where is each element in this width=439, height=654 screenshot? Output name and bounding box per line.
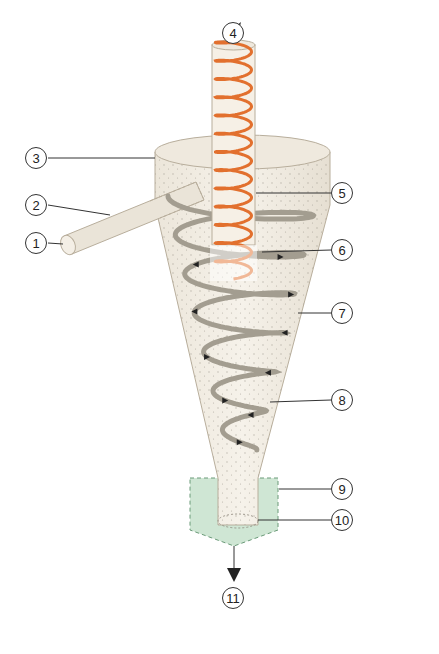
clean-gas-helix bbox=[216, 42, 252, 279]
flow-arrow bbox=[237, 439, 243, 445]
callout-number: 9 bbox=[331, 478, 353, 500]
leader-lines bbox=[48, 158, 331, 520]
flow-arrow bbox=[204, 354, 210, 360]
callout-number: 6 bbox=[331, 239, 353, 261]
inlet-opening bbox=[58, 233, 78, 257]
flow-arrow bbox=[191, 308, 197, 314]
flow-arrow bbox=[265, 370, 271, 376]
flow-arrow bbox=[278, 254, 284, 260]
callout-number: 4 bbox=[222, 22, 244, 44]
callout-number: 7 bbox=[331, 302, 353, 324]
flow-arrow bbox=[288, 292, 294, 298]
callout-number: 3 bbox=[25, 147, 47, 169]
helix-fade bbox=[210, 245, 257, 281]
flow-arrow bbox=[248, 412, 254, 418]
flow-arrow bbox=[193, 261, 199, 267]
flow-arrow bbox=[282, 330, 288, 336]
callout-number: 8 bbox=[331, 389, 353, 411]
dust-outlet bbox=[218, 514, 258, 528]
clean-gas-vortex bbox=[210, 42, 257, 281]
discharge-arrow bbox=[227, 568, 241, 582]
callout-number: 2 bbox=[25, 194, 47, 216]
flow-arrow bbox=[222, 398, 228, 404]
callout-number: 1 bbox=[25, 232, 47, 254]
callout-number: 10 bbox=[331, 509, 353, 531]
callout-number: 11 bbox=[222, 587, 244, 609]
callout-number: 5 bbox=[331, 182, 353, 204]
